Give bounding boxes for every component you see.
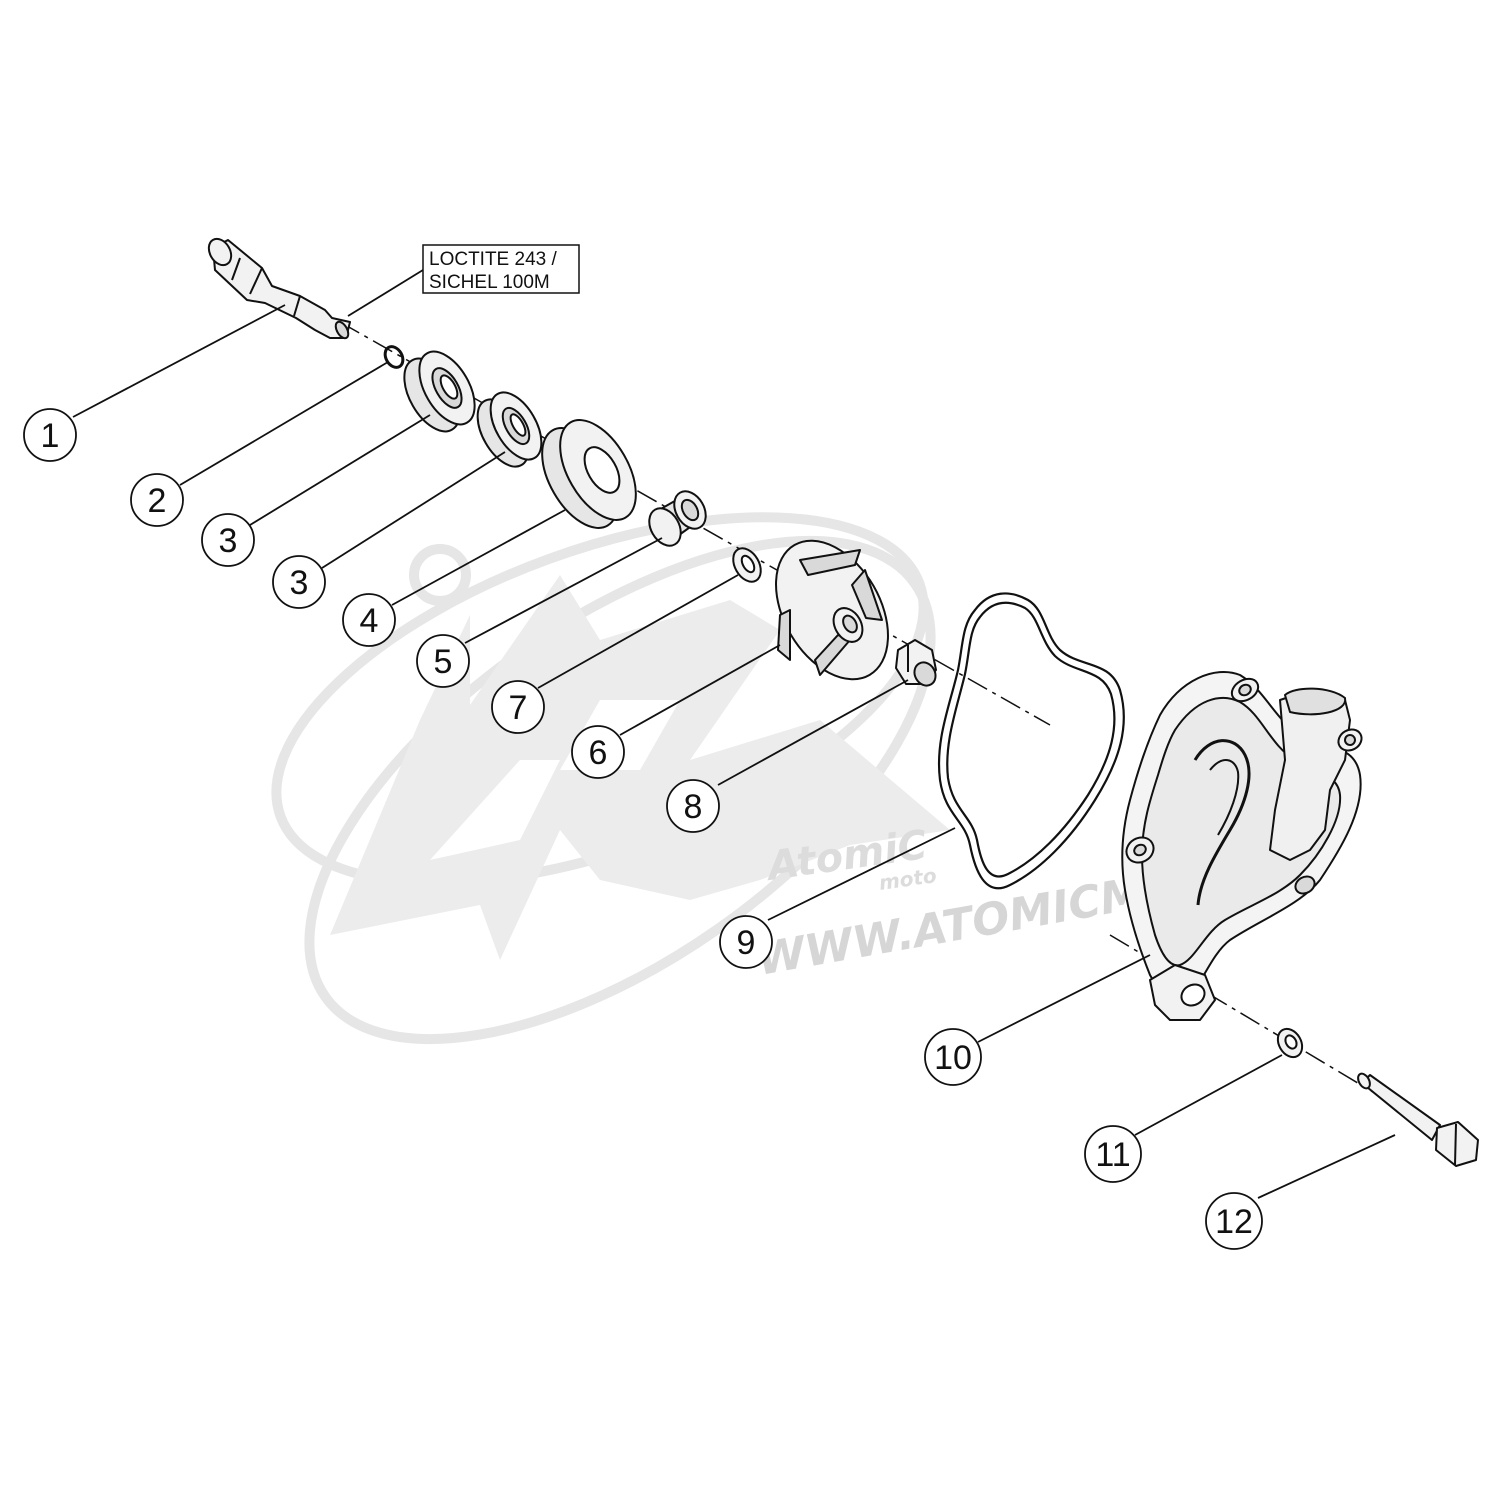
- leader-note: [347, 269, 424, 317]
- part-cap-nut: [895, 639, 937, 687]
- callout-label-7: 7: [509, 689, 528, 727]
- watermark-star: [330, 575, 950, 960]
- leader-6: [619, 644, 781, 736]
- leader-4: [391, 509, 566, 606]
- callout-1: 1: [23, 408, 77, 462]
- callout-5: 5: [416, 634, 470, 688]
- part-small-washer: [1276, 1027, 1304, 1059]
- part-bearing-a: [403, 350, 476, 433]
- callout-label-4: 4: [360, 602, 379, 640]
- part-impeller: [775, 539, 889, 681]
- part-sleeve: [648, 490, 707, 547]
- leader-10: [977, 954, 1151, 1043]
- callout-7: 7: [491, 680, 545, 734]
- callout-label-3b: 3: [290, 564, 309, 602]
- leader-3a: [249, 414, 431, 526]
- part-o-ring: [383, 345, 405, 369]
- callout-3b: 3: [272, 555, 326, 609]
- callout-label-2: 2: [148, 482, 167, 520]
- leader-lines: [72, 269, 1396, 1199]
- part-pump-cover: [1121, 670, 1363, 1021]
- callout-label-3a: 3: [219, 522, 238, 560]
- leader-8: [717, 679, 909, 786]
- leader-5: [464, 537, 663, 644]
- part-seal-ring: [541, 419, 637, 529]
- callout-11: 11: [1084, 1125, 1142, 1183]
- callout-10: 10: [924, 1028, 982, 1086]
- note-line-2: SICHEL 100M: [429, 272, 550, 293]
- callout-label-8: 8: [684, 788, 703, 826]
- part-washer: [732, 547, 762, 583]
- callout-label-5: 5: [434, 643, 453, 681]
- part-shaft: [207, 237, 351, 340]
- part-bolt: [1357, 1072, 1479, 1167]
- leader-3b: [321, 451, 506, 569]
- callout-label-9: 9: [737, 924, 756, 962]
- callout-label-12: 12: [1215, 1203, 1253, 1241]
- callout-4: 4: [342, 593, 396, 647]
- callout-12: 12: [1205, 1192, 1263, 1250]
- callout-label-6: 6: [589, 734, 608, 772]
- callout-8: 8: [666, 779, 720, 833]
- part-bearing-b: [476, 391, 543, 468]
- callouts: 1 2 3 3 4 5 7 6: [23, 408, 1263, 1250]
- callout-label-11: 11: [1095, 1136, 1130, 1174]
- callout-3a: 3: [201, 513, 255, 567]
- loctite-note: LOCTITE 243 / SICHEL 100M: [422, 244, 580, 294]
- callout-2: 2: [130, 473, 184, 527]
- callout-label-10: 10: [934, 1039, 972, 1077]
- note-line-1: LOCTITE 243 /: [429, 249, 557, 270]
- callout-label-1: 1: [41, 417, 60, 455]
- leader-7: [537, 574, 739, 689]
- leader-9: [767, 827, 956, 921]
- note-box: [422, 244, 580, 294]
- leader-1: [72, 304, 286, 418]
- callout-6: 6: [571, 725, 625, 779]
- leader-11: [1134, 1054, 1283, 1136]
- callout-9: 9: [719, 915, 773, 969]
- part-gasket: [937, 592, 1125, 890]
- leader-2: [179, 361, 389, 486]
- leader-12: [1257, 1134, 1396, 1199]
